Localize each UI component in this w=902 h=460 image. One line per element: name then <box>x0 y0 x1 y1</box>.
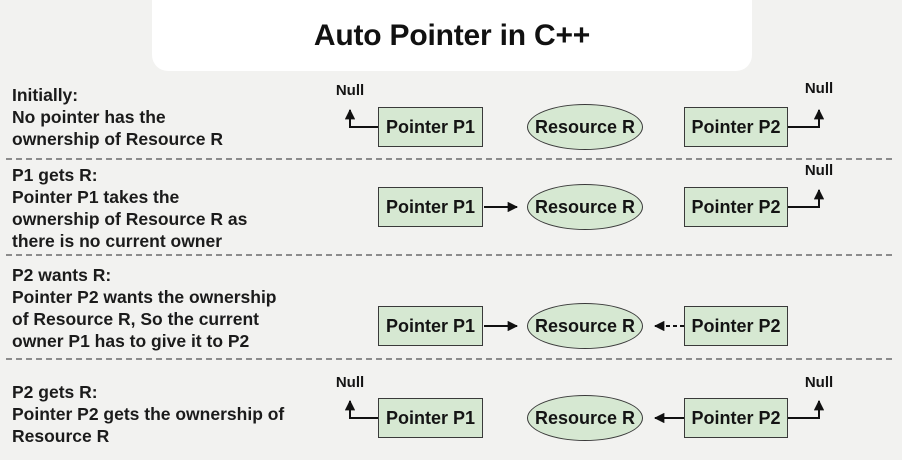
row1-null-label-right: Null <box>804 80 834 97</box>
node-label: Pointer P2 <box>691 407 781 428</box>
row3-pointer-p1-node: Pointer P1 <box>378 306 483 346</box>
row2-resource-r-node: Resource R <box>527 184 643 230</box>
node-label: Resource R <box>534 315 636 336</box>
node-label: Pointer P2 <box>691 315 781 336</box>
row1-null-label-left: Null <box>335 82 365 99</box>
row2-null-label-right: Null <box>804 162 834 179</box>
caption-p2-wants-r: P2 wants R: Pointer P2 wants the ownersh… <box>12 265 277 351</box>
node-label: Resource R <box>534 196 636 217</box>
title-panel: Auto Pointer in C++ <box>152 0 752 71</box>
node-label: Pointer P2 <box>691 196 781 217</box>
caption-initially: Initially: No pointer has the ownership … <box>12 85 224 149</box>
node-label: Pointer P2 <box>691 116 781 137</box>
row1-pointer-p1-node: Pointer P1 <box>378 107 483 147</box>
node-label: Pointer P1 <box>385 315 476 336</box>
row2-p2-to-null-arrow <box>788 188 825 208</box>
row3-pointer-p2-node: Pointer P2 <box>684 306 788 346</box>
row2-pointer-p1-node: Pointer P1 <box>378 187 483 227</box>
row1-p2-to-null-arrow <box>788 108 825 128</box>
row2-pointer-p2-node: Pointer P2 <box>684 187 788 227</box>
row4-p2-to-null-arrow <box>788 399 825 419</box>
row1-p1-to-null-arrow <box>344 108 378 128</box>
row1-resource-r-node: Resource R <box>527 104 643 150</box>
node-label: Resource R <box>534 407 636 428</box>
row4-pointer-p2-node: Pointer P2 <box>684 398 788 438</box>
caption-p1-gets-r: P1 gets R: Pointer P1 takes the ownershi… <box>12 165 248 251</box>
row4-null-label-right: Null <box>804 374 834 391</box>
node-label: Pointer P1 <box>385 196 476 217</box>
row4-resource-r-node: Resource R <box>527 395 643 441</box>
node-label: Resource R <box>534 116 636 137</box>
caption-p2-gets-r: P2 gets R: Pointer P2 gets the ownership… <box>12 382 285 446</box>
row1-pointer-p2-node: Pointer P2 <box>684 107 788 147</box>
row3-resource-r-node: Resource R <box>527 303 643 349</box>
row4-null-label-left: Null <box>335 374 365 391</box>
page-title: Auto Pointer in C++ <box>313 18 591 52</box>
node-label: Pointer P1 <box>385 116 476 137</box>
row4-pointer-p1-node: Pointer P1 <box>378 398 483 438</box>
node-label: Pointer P1 <box>385 407 476 428</box>
row4-p1-to-null-arrow <box>344 399 378 419</box>
